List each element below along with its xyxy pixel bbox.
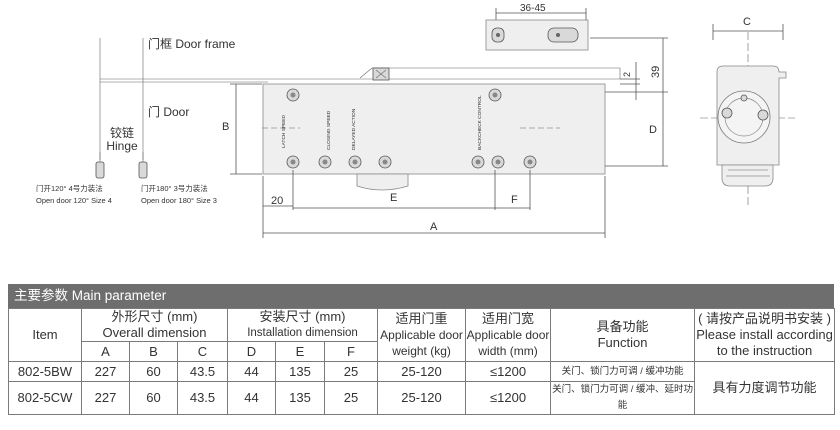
svg-text:36-45: 36-45 [520,3,546,14]
door-label: 门 Door [148,104,189,119]
open180-cn: 门开180° 3号力装法 [141,183,208,193]
cell-e: 135 [275,361,325,382]
body-screws [286,88,537,169]
parameter-table: Item 外形尺寸 (mm)Overall dimension 安装尺寸 (mm… [8,308,836,415]
hinge-label-cn: 铰链 [110,125,134,140]
bracket-top-view: 36-45 [485,3,589,51]
cell-a: 227 [81,381,130,415]
backcheck-control-label: BACKCHECK CONTROL [477,95,483,150]
cell-note: 具有力度调节功能 [694,361,836,415]
dimension-d: D [605,91,668,167]
svg-text:B: B [222,121,229,133]
latch-speed-label: LATCH SPEED [281,114,287,148]
closer-arm [359,67,621,79]
cell-function: 关门、锁门力可调 / 缓冲、延时功能 [550,381,696,415]
cell-d: 44 [227,361,276,382]
dimension-39: 39 [590,37,668,92]
closer-pinion [356,173,409,191]
technical-drawing: 门框 Door frame 门 Door 铰链 Hinge 门开120° 4号力… [36,3,795,238]
header-installation: 安装尺寸 (mm)Installation dimension [226,308,379,342]
parameter-section: 主要参数 Main parameter Item 外形尺寸 (mm)Overal… [8,284,836,415]
delayed-action-label: DELAYED ACTION [351,108,357,150]
cell-b: 60 [129,381,178,415]
cell-width: ≤1200 [465,381,552,415]
svg-text:39: 39 [650,66,662,78]
col-a: A [81,341,130,362]
dimension-20: 20 [262,170,294,238]
open120-cn: 门开120° 4号力装法 [36,183,103,193]
cell-item: 802-5CW [8,381,82,415]
svg-text:D: D [649,124,657,136]
table-row: 802-5CW 227 60 43.5 44 135 25 25-120 ≤12… [8,381,835,415]
col-c: C [177,341,228,362]
col-f: F [323,341,379,362]
cell-c: 43.5 [177,381,228,415]
hinge-label-en: Hinge [106,139,138,153]
cell-f: 25 [323,381,379,415]
dimension-f: F [495,170,531,210]
col-d: D [227,341,276,362]
cell-b: 60 [129,361,178,382]
col-e: E [275,341,325,362]
header-overall: 外形尺寸 (mm)Overall dimension [81,308,228,342]
svg-text:20: 20 [271,195,283,207]
open120-en: Open door 120° Size 4 [36,196,112,205]
cell-function: 关门、锁门力可调 / 缓冲功能 [550,361,696,382]
svg-text:C: C [743,16,751,28]
hinge-connector-left [95,152,105,179]
table-row: 802-5BW 227 60 43.5 44 135 25 25-120 ≤12… [8,361,836,415]
dimension-a: A [263,176,606,238]
cell-weight: 25-120 [377,361,467,382]
col-b: B [129,341,178,362]
cell-item: 802-5BW [8,361,82,382]
closer-end-view: C [700,16,795,205]
cell-f: 25 [323,361,379,382]
cell-e: 135 [275,381,325,415]
cell-c: 43.5 [177,361,228,382]
cell-width: ≤1200 [465,361,552,382]
closer-body [262,83,606,175]
dimension-e: E [293,170,496,210]
header-item: Item [8,308,82,362]
svg-text:2: 2 [622,72,632,77]
svg-text:E: E [390,192,397,204]
hinge-connector-right [138,152,148,179]
cell-a: 227 [81,361,130,382]
door-frame-label: 门框 Door frame [148,36,236,51]
dimension-2: 2 [620,62,640,100]
cell-weight: 25-120 [377,381,467,415]
open180-en: Open door 180° Size 3 [141,196,217,205]
parameter-title: 主要参数 Main parameter [8,284,834,308]
svg-text:A: A [430,221,438,233]
closing-speed-label: CLOSING SPEED [326,110,332,150]
dimension-b: B [222,83,262,175]
svg-text:F: F [511,194,518,206]
cell-d: 44 [227,381,276,415]
